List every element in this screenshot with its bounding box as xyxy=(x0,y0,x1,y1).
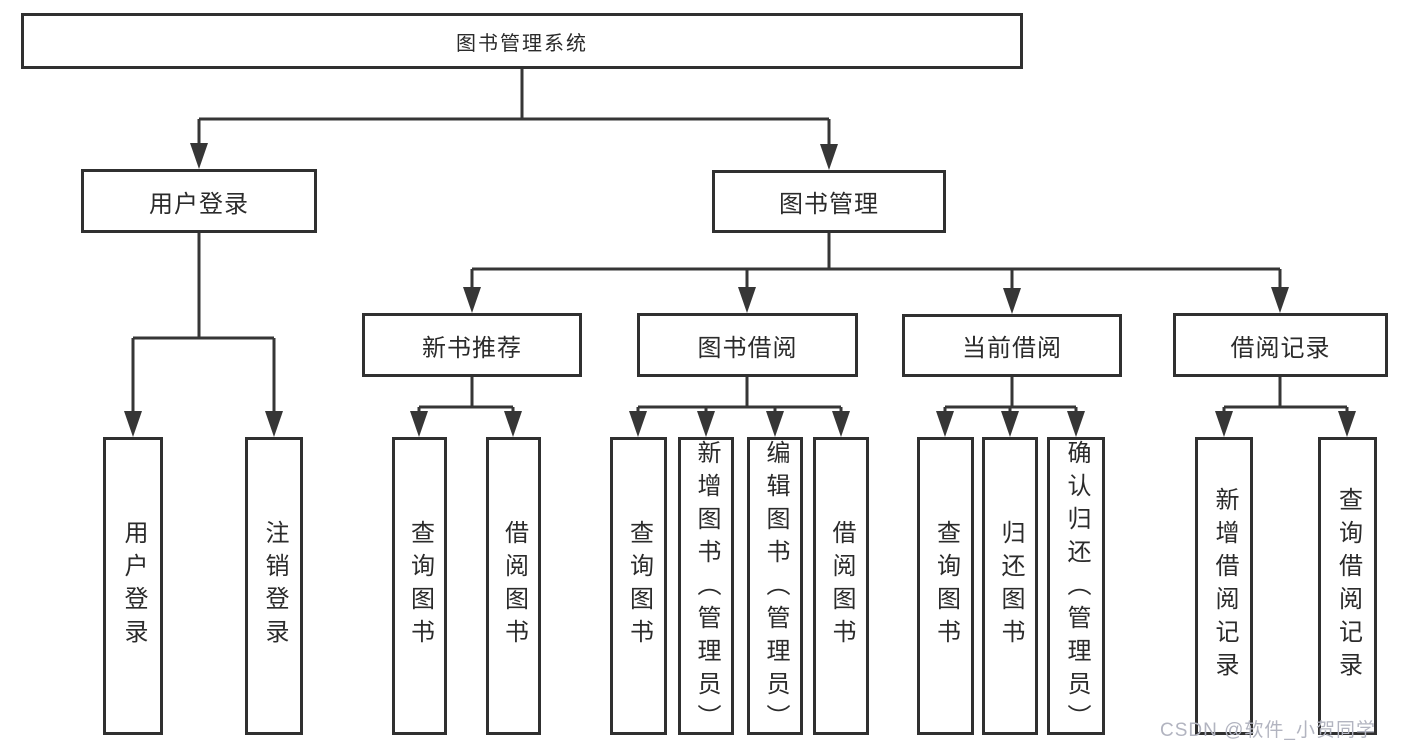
node-label: 借阅图书 xyxy=(828,520,855,652)
leaf-newbook-borrow-books: 借阅图书 xyxy=(486,437,541,735)
node-book-borrowing: 图书借阅 xyxy=(637,313,858,377)
node-label: 新书推荐 xyxy=(422,334,522,362)
node-borrowing-records: 借阅记录 xyxy=(1173,313,1388,377)
leaf-current-query-books: 查询图书 xyxy=(917,437,974,735)
node-label: 查询图书 xyxy=(406,520,434,652)
node-label: 用户登录 xyxy=(149,190,249,218)
node-label: 用户登录 xyxy=(120,520,147,652)
node-label: 图书借阅 xyxy=(697,334,798,362)
leaf-logout-login: 注销登录 xyxy=(245,437,303,735)
node-book-management: 图书管理 xyxy=(712,170,946,233)
leaf-user-login: 用户登录 xyxy=(103,437,163,735)
node-new-book-recommend: 新书推荐 xyxy=(362,313,582,377)
leaf-current-return-books: 归还图书 xyxy=(982,437,1038,735)
leaf-records-query-borrow-record: 查询借阅记录 xyxy=(1318,437,1377,735)
node-label: 图书管理系统 xyxy=(456,32,588,55)
leaf-borrow-add-books-admin: 新增图书（管理员） xyxy=(678,437,734,737)
node-label: 借阅记录 xyxy=(1230,334,1331,362)
node-label: 编辑图书（管理员） xyxy=(762,440,789,737)
leaf-records-add-borrow-record: 新增借阅记录 xyxy=(1195,437,1253,735)
node-label: 新增图书（管理员） xyxy=(693,440,720,737)
node-label: 查询图书 xyxy=(932,520,960,652)
node-user-login: 用户登录 xyxy=(81,169,317,233)
node-label: 注销登录 xyxy=(261,520,288,652)
leaf-current-confirm-return-admin: 确认归还（管理员） xyxy=(1047,437,1105,737)
leaf-borrow-query-books: 查询图书 xyxy=(610,437,667,735)
node-label: 新增借阅记录 xyxy=(1211,487,1238,685)
leaf-borrow-borrow-books: 借阅图书 xyxy=(813,437,869,735)
leaf-borrow-edit-books-admin: 编辑图书（管理员） xyxy=(747,437,803,737)
node-label: 查询借阅记录 xyxy=(1334,487,1362,685)
node-library-management-system: 图书管理系统 xyxy=(21,13,1023,69)
node-label: 当前借阅 xyxy=(962,335,1062,362)
watermark: CSDN @软件_小贺同学 xyxy=(1160,720,1376,741)
node-label: 查询图书 xyxy=(625,520,653,652)
node-label: 图书管理 xyxy=(779,191,879,218)
node-label: 确认归还（管理员） xyxy=(1063,440,1090,737)
node-label: 归还图书 xyxy=(997,520,1024,652)
leaf-newbook-query-books: 查询图书 xyxy=(392,437,447,735)
node-label: 借阅图书 xyxy=(500,520,528,652)
node-current-borrowing: 当前借阅 xyxy=(902,314,1122,377)
